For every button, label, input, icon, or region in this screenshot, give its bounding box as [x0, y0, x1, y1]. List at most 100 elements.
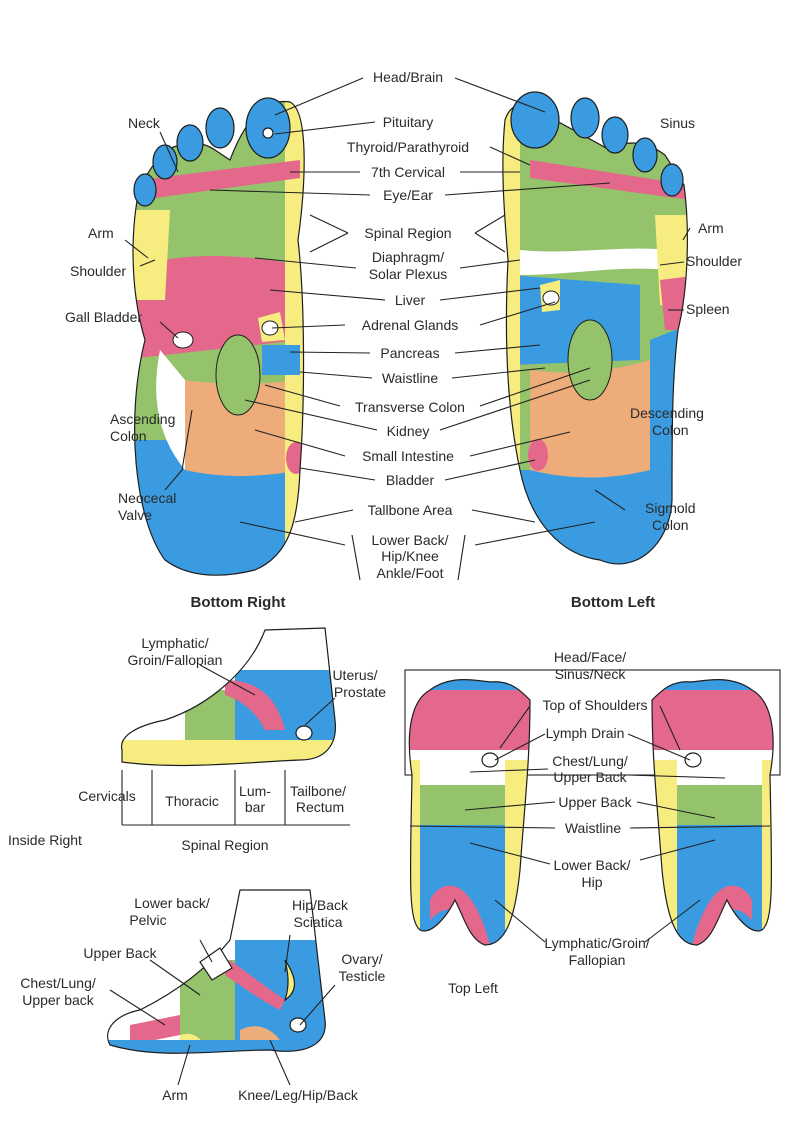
label-sciatica: Sciatica — [293, 914, 342, 930]
label-upper-back-top: Upper Back — [553, 769, 627, 785]
label-thoracic: Thoracic — [165, 793, 219, 809]
label-groin-fallopian: Groin/Fallopian — [128, 652, 223, 668]
label-fallopian-top: Fallopian — [569, 952, 626, 968]
label-upper-back-outside: Upper back — [22, 992, 95, 1008]
label-outside-arm: Arm — [162, 1087, 188, 1103]
label-kidney: Kidney — [387, 423, 430, 439]
label-knee-leg: Knee/Leg/Hip/Back — [238, 1087, 359, 1103]
label-lymph-drain: Lymph Drain — [546, 725, 625, 741]
label-hip-back: Hip/Back — [292, 897, 349, 913]
right-kidney-region — [215, 334, 261, 416]
right-toe-3 — [176, 124, 204, 162]
bottom-center-labels: Head/Brain Pituitary Thyroid/Parathyroid… — [347, 69, 469, 581]
label-testicle: Testicle — [339, 968, 386, 984]
label-ascending-colon: Colon — [110, 428, 147, 444]
right-toe-4 — [152, 144, 178, 180]
label-chest-lung-top: Chest/Lung/ — [552, 753, 628, 769]
inside-foot-labels: Lymphatic/ Groin/Fallopian Uterus/ Prost… — [78, 635, 386, 815]
top-left-lymph-dot — [684, 752, 702, 768]
right-small-intestine-region — [185, 380, 300, 476]
left-spleen-region — [660, 275, 688, 330]
label-rectum: Rectum — [296, 799, 344, 815]
label-sinus-neck: Sinus/Neck — [555, 666, 627, 682]
label-head-brain: Head/Brain — [373, 69, 443, 85]
top-left-neck-band — [652, 690, 774, 750]
label-sigmold: Sigmold — [645, 500, 696, 516]
outside-hip-band — [225, 960, 285, 1010]
top-left-inner-strip — [762, 760, 774, 930]
right-foot-labels: Neck Arm Shoulder Gall Bladder Ascending… — [65, 115, 176, 523]
label-outside-upper-back: Upper Back — [83, 945, 157, 961]
outside-foot-labels: Lower back/ Pelvic Hip/Back Sciatica Upp… — [20, 895, 385, 1103]
label-tallbone-area: Tallbone Area — [368, 502, 453, 518]
top-right-inner-strip — [409, 760, 420, 930]
left-toe-3 — [601, 116, 629, 154]
left-toe-4 — [632, 137, 658, 173]
label-spinal-region: Spinal Region — [364, 225, 451, 241]
label-liver: Liver — [395, 292, 426, 308]
label-eye-ear: Eye/Ear — [383, 187, 433, 203]
label-descending-colon: Colon — [652, 422, 689, 438]
label-adrenal-glands: Adrenal Glands — [362, 317, 459, 333]
label-waistline: Waistline — [382, 370, 438, 386]
top-right-neck-band — [409, 690, 530, 750]
label-left-arm: Arm — [698, 220, 724, 236]
right-ascending-colon-gap — [156, 350, 185, 470]
left-small-intestine-region — [530, 360, 650, 478]
label-right-arm: Arm — [88, 225, 114, 241]
caption-inside-right: Inside Right — [8, 832, 82, 848]
label-descending: Descending — [630, 405, 704, 421]
right-pancreas-region — [262, 345, 300, 375]
top-right-lymph-dot — [481, 752, 499, 768]
inside-uterus-dot — [295, 725, 313, 741]
label-tailbone: Tailbone/ — [290, 783, 346, 799]
label-lower-back-pelvic: Lower back/ — [134, 895, 210, 911]
caption-bottom-right: Bottom Right — [191, 594, 286, 611]
label-hip-top: Hip — [581, 874, 602, 890]
right-toe-2 — [205, 107, 235, 149]
label-pituitary: Pituitary — [383, 114, 434, 130]
right-bladder-region — [286, 442, 305, 474]
label-sigmold-colon: Colon — [652, 517, 689, 533]
top-view-box — [404, 669, 781, 776]
right-toe-5 — [133, 173, 157, 207]
label-neocecal: Neocecal — [118, 490, 176, 506]
label-ascending: Ascending — [110, 411, 175, 427]
label-lum: Lum- — [239, 783, 271, 799]
label-valve: Valve — [118, 507, 152, 523]
label-bladder: Bladder — [386, 472, 435, 488]
left-toe-2 — [570, 97, 600, 139]
left-kidney-region — [567, 319, 613, 401]
label-spleen: Spleen — [686, 301, 730, 317]
label-top-shoulders: Top of Shoulders — [542, 697, 647, 713]
left-big-toe — [510, 91, 560, 149]
outside-sole-strip — [107, 1040, 326, 1054]
label-bar: bar — [245, 799, 266, 815]
label-transverse-colon: Transverse Colon — [355, 399, 465, 415]
label-gall-bladder: Gall Bladder — [65, 309, 142, 325]
label-lymphatic: Lymphatic/ — [141, 635, 208, 651]
left-neck-band — [530, 160, 688, 200]
right-neck-band — [140, 160, 300, 200]
label-ovary: Ovary/ — [341, 951, 382, 967]
left-toe-5 — [660, 163, 684, 197]
inside-lymphatic-band — [225, 680, 285, 730]
caption-top-left: Top Left — [448, 980, 498, 996]
leader-lines — [109, 77, 771, 1086]
label-diaphragm: Diaphragm/ — [372, 249, 444, 265]
label-waistline-top: Waistline — [565, 820, 621, 836]
label-neck: Neck — [128, 115, 161, 131]
inside-spinal-strip — [121, 740, 336, 766]
top-view-feet — [404, 669, 781, 946]
caption-spinal-region: Spinal Region — [181, 837, 268, 853]
label-thyroid: Thyroid/Parathyroid — [347, 139, 469, 155]
label-left-shoulder: Shoulder — [686, 253, 742, 269]
left-bladder-region — [528, 439, 548, 471]
left-adrenal-gland — [542, 290, 560, 306]
label-sinus: Sinus — [660, 115, 695, 131]
label-pancreas: Pancreas — [380, 345, 439, 361]
label-lymphatic-groin: Lymphatic/Groin/ — [544, 935, 649, 951]
label-upper-back-band: Upper Back — [558, 794, 632, 810]
right-pituitary-dot — [262, 127, 274, 139]
top-view-labels: Head/Face/ Sinus/Neck Top of Shoulders L… — [542, 649, 649, 968]
